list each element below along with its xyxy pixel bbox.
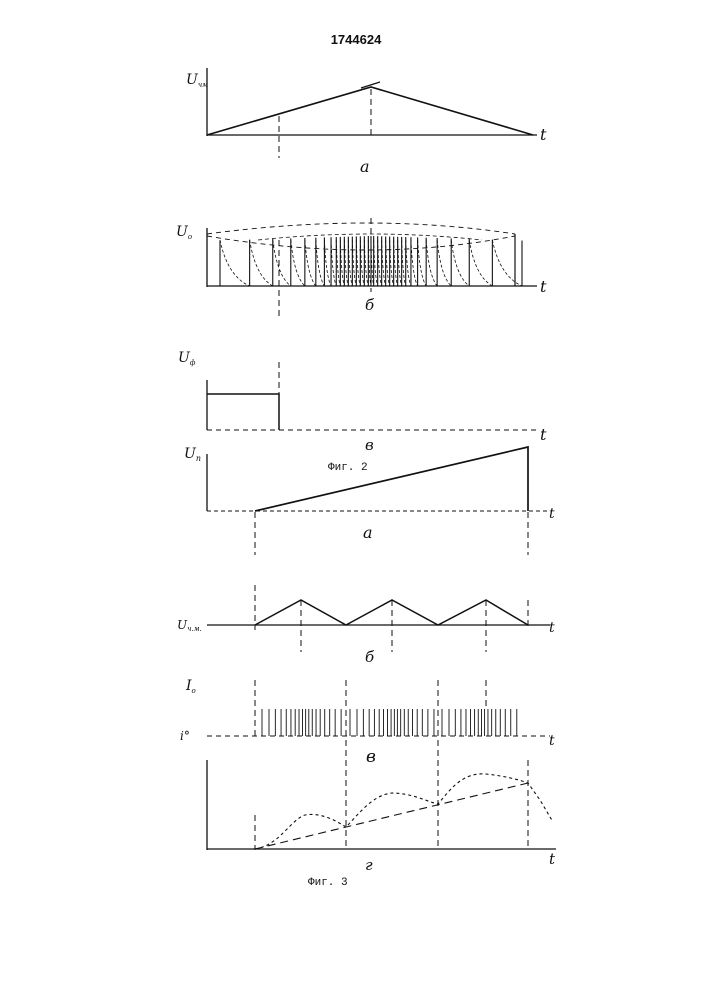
fig2-panel-v <box>207 362 537 430</box>
fig2a-t-label: t <box>540 125 547 144</box>
fig2b-decay-curve <box>437 240 451 286</box>
fig2-caption: Фиг. 2 <box>328 462 368 474</box>
fig2b-decay-curve <box>356 240 360 286</box>
fig2b-letter: б <box>365 296 375 314</box>
fig2b-decay-curve <box>390 240 394 286</box>
fig2a-y-label: Uчм <box>186 72 208 89</box>
fig2v-y-label: Uф <box>178 350 196 367</box>
fig3-panel-v <box>207 680 550 760</box>
fig2b-decay-curve <box>360 240 364 286</box>
fig3v-t-label: t <box>549 733 555 749</box>
fig3b-t-label: t <box>549 620 555 636</box>
fig3v-y-label2: i° <box>180 729 190 743</box>
fig3a-letter: а <box>363 523 373 542</box>
fig3a-y-label: Uп <box>184 446 201 463</box>
fig3v-pulse-train <box>262 709 517 736</box>
fig2b-decay-curve <box>374 240 378 286</box>
fig2a-triangle-wave <box>207 87 533 135</box>
fig3v-letter: в <box>366 747 376 767</box>
fig2b-decay-curve <box>348 240 352 286</box>
fig2b-decay-curve <box>406 240 411 286</box>
fig2b-decay-curve <box>492 240 522 286</box>
fig2b-decay-curve <box>411 240 418 286</box>
fig2b-decay-curve <box>402 240 406 286</box>
fig2b-t-label: t <box>540 277 547 296</box>
fig3g-letter: г <box>365 856 373 874</box>
fig2b-decay-curve <box>451 240 469 286</box>
fig3-panel-a <box>207 447 550 555</box>
fig3-panel-b <box>207 585 550 652</box>
fig2v-letter: в <box>365 436 374 454</box>
fig2b-decay-curve <box>220 240 250 286</box>
fig2b-decay-curve <box>469 240 492 286</box>
fig2b-envelope-top <box>207 223 515 234</box>
fig2b-decay-curve <box>364 240 368 286</box>
fig2b-decay-curve <box>250 240 273 286</box>
fig2b-decay-curve <box>418 240 427 286</box>
fig2-panel-a <box>207 68 537 158</box>
fig2b-decay-curve <box>382 240 386 286</box>
fig3a-ramp <box>255 447 528 511</box>
fig2a-letter: а <box>360 157 370 176</box>
fig2b-decay-curve <box>305 240 316 286</box>
fig2v-pulse <box>207 394 279 430</box>
fig2b-decay-curve <box>394 240 398 286</box>
fig2b-y-label: Uо <box>176 224 192 241</box>
fig2b-decay-curve <box>336 240 340 286</box>
fig3b-y-label: Uч.м. <box>177 618 202 633</box>
fig3b-letter: б <box>365 648 375 666</box>
fig2b-envelope-inner <box>258 234 482 240</box>
fig3v-y-label: Iо <box>185 678 196 695</box>
fig2b-decay-curve <box>386 240 390 286</box>
fig2b-decay-curve <box>331 240 336 286</box>
fig2b-decay-curve <box>344 240 348 286</box>
fig2b-decay-curve <box>340 240 344 286</box>
fig2v-t-label: t <box>540 425 547 444</box>
fig2b-decay-curve <box>378 240 382 286</box>
fig2b-decay-curve <box>316 240 325 286</box>
fig3-caption: Фиг. 3 <box>308 877 348 889</box>
fig3a-t-label: t <box>549 506 555 522</box>
fig3-panel-g <box>207 760 556 850</box>
fig2b-pulse-train <box>220 234 522 286</box>
fig3g-t-label: t <box>549 850 556 868</box>
fig2b-decay-curve <box>352 240 356 286</box>
fig2b-decay-curve <box>324 240 331 286</box>
fig2b-decay-curve <box>398 240 402 286</box>
patent-number: 1744624 <box>331 32 382 47</box>
